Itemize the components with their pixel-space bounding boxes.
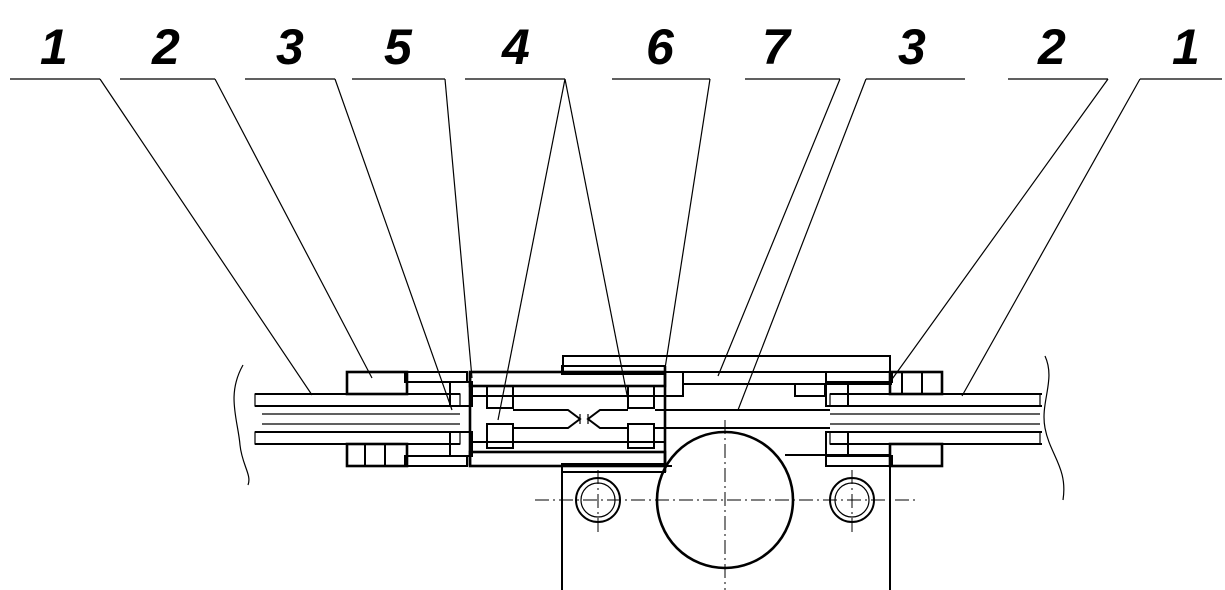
callout-number-3-right: 3 — [898, 19, 926, 75]
bolt-left — [575, 470, 621, 532]
left-hose — [254, 393, 461, 445]
top-plate — [562, 355, 892, 397]
left-ferrule — [404, 371, 473, 467]
right-hose — [829, 393, 1042, 445]
left-union-nut — [345, 370, 409, 468]
callout-number-5: 5 — [384, 19, 413, 75]
valve-elements — [486, 385, 655, 449]
callout-number-1-left: 1 — [40, 19, 68, 75]
mounting-bracket — [535, 454, 918, 590]
right-ferrule — [825, 371, 893, 467]
bolt-right — [829, 470, 875, 532]
coupling-housing — [468, 365, 667, 473]
break-lines — [233, 355, 1065, 501]
roller-wheel — [655, 420, 795, 590]
callout-number-7: 7 — [762, 19, 792, 75]
callout-number-2-right: 2 — [1037, 19, 1066, 75]
callout-number-6: 6 — [646, 19, 675, 75]
callout-number-3-left: 3 — [276, 19, 304, 75]
leader-lines — [10, 78, 1222, 421]
right-union-nut — [888, 370, 944, 468]
callout-number-1-right: 1 — [1172, 19, 1200, 75]
callout-number-4: 4 — [501, 19, 530, 75]
callout-number-2-left: 2 — [151, 19, 180, 75]
center-rod — [655, 409, 830, 429]
callout-numbers: 1 2 3 5 4 6 7 3 2 1 — [40, 19, 1200, 75]
